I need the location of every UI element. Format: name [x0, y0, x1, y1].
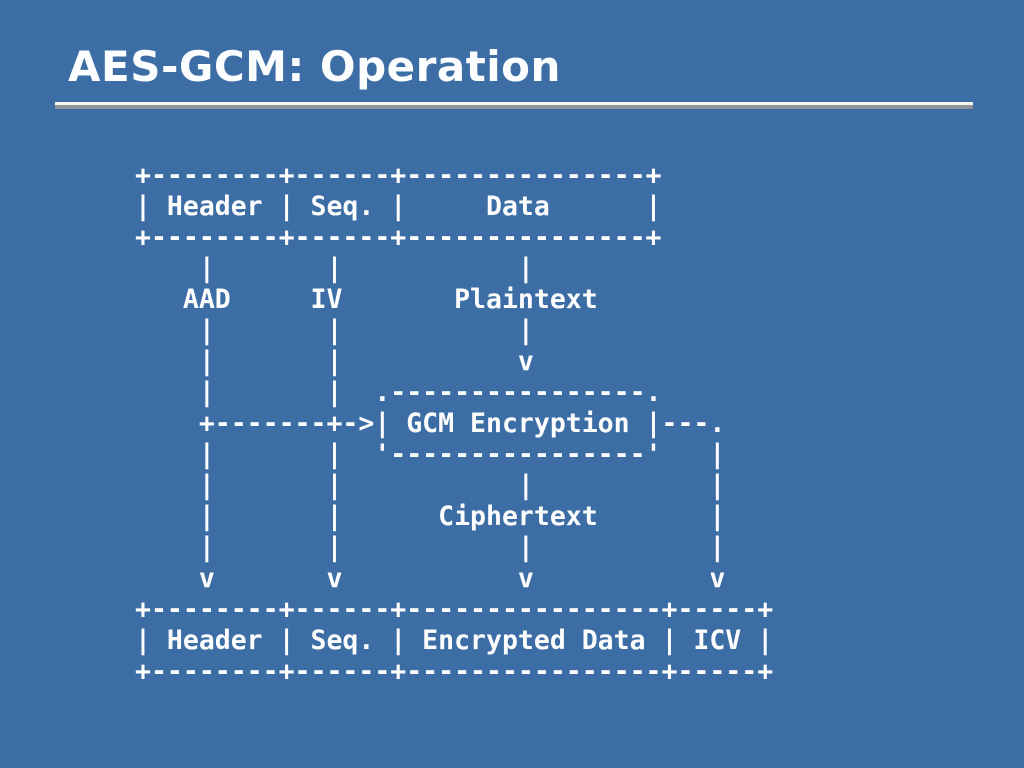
ascii-diagram: +--------+------+---------------+ | Head… — [135, 160, 773, 687]
slide-title: AES-GCM: Operation — [68, 42, 561, 91]
ascii-line-top-box-border2: +--------+------+---------------+ — [135, 222, 662, 253]
ascii-line-connectors: | | | — [135, 253, 534, 284]
ascii-line-arrowheads: v v v v — [135, 563, 726, 594]
ascii-line-bottom-box-fields: | Header | Seq. | Encrypted Data | ICV | — [135, 625, 774, 656]
title-underline — [55, 102, 973, 109]
ascii-line-top-box-fields: | Header | Seq. | Data | — [135, 191, 662, 222]
ascii-line-gcm-box-label: +-------+->| GCM Encryption |---. — [135, 408, 726, 439]
ascii-line-input-labels: AAD IV Plaintext — [135, 284, 598, 315]
ascii-line-gcm-box-bottom: | | '----------------' | — [135, 439, 726, 470]
ascii-line-connectors: | | | | — [135, 532, 726, 563]
ascii-line-bottom-box-border2: +--------+------+----------------+-----+ — [135, 656, 774, 687]
ascii-line-plaintext-arrow: | | v — [135, 346, 534, 377]
ascii-line-ciphertext-label: | | Ciphertext | — [135, 501, 726, 532]
ascii-line-gcm-box-top: | | .----------------. — [135, 377, 662, 408]
ascii-line-bottom-box-border: +--------+------+----------------+-----+ — [135, 594, 774, 625]
ascii-line-connectors: | | | | — [135, 470, 726, 501]
ascii-line-top-box-border: +--------+------+---------------+ — [135, 160, 662, 191]
ascii-line-connectors: | | | — [135, 315, 534, 346]
